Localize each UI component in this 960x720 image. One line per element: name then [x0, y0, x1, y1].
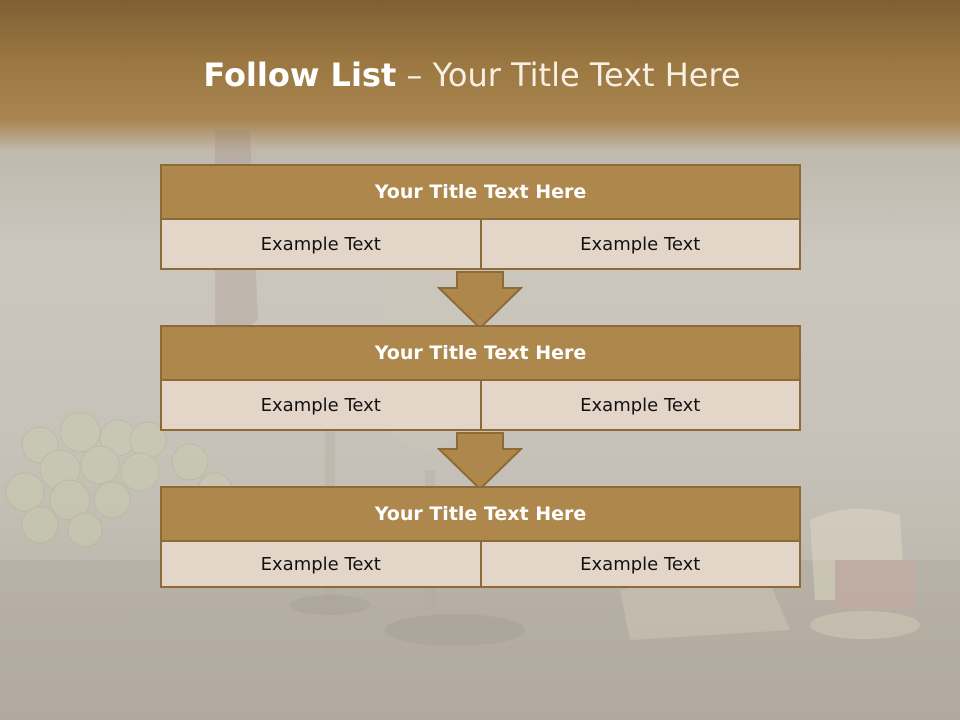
block-cell-left: Example Text	[160, 381, 482, 431]
slide-title: Follow List – Your Title Text Here	[0, 56, 944, 94]
down-arrow-icon	[437, 271, 523, 330]
block-cell-right: Example Text	[481, 220, 801, 270]
block-cell-left: Example Text	[160, 220, 482, 270]
list-block-3: Your Title Text Here Example Text Exampl…	[160, 486, 801, 588]
block-title: Your Title Text Here	[160, 164, 801, 220]
block-cell-left: Example Text	[160, 542, 482, 588]
block-row: Example Text Example Text	[160, 542, 801, 588]
down-arrow-icon	[437, 432, 523, 491]
block-cell-right: Example Text	[481, 381, 801, 431]
block-cell-right: Example Text	[481, 542, 801, 588]
block-title: Your Title Text Here	[160, 486, 801, 542]
list-block-1: Your Title Text Here Example Text Exampl…	[160, 164, 801, 270]
block-row: Example Text Example Text	[160, 381, 801, 431]
slide-title-bold: Follow List	[203, 56, 397, 94]
slide-title-rest: – Your Title Text Here	[396, 56, 741, 94]
block-title: Your Title Text Here	[160, 325, 801, 381]
block-row: Example Text Example Text	[160, 220, 801, 270]
list-block-2: Your Title Text Here Example Text Exampl…	[160, 325, 801, 431]
